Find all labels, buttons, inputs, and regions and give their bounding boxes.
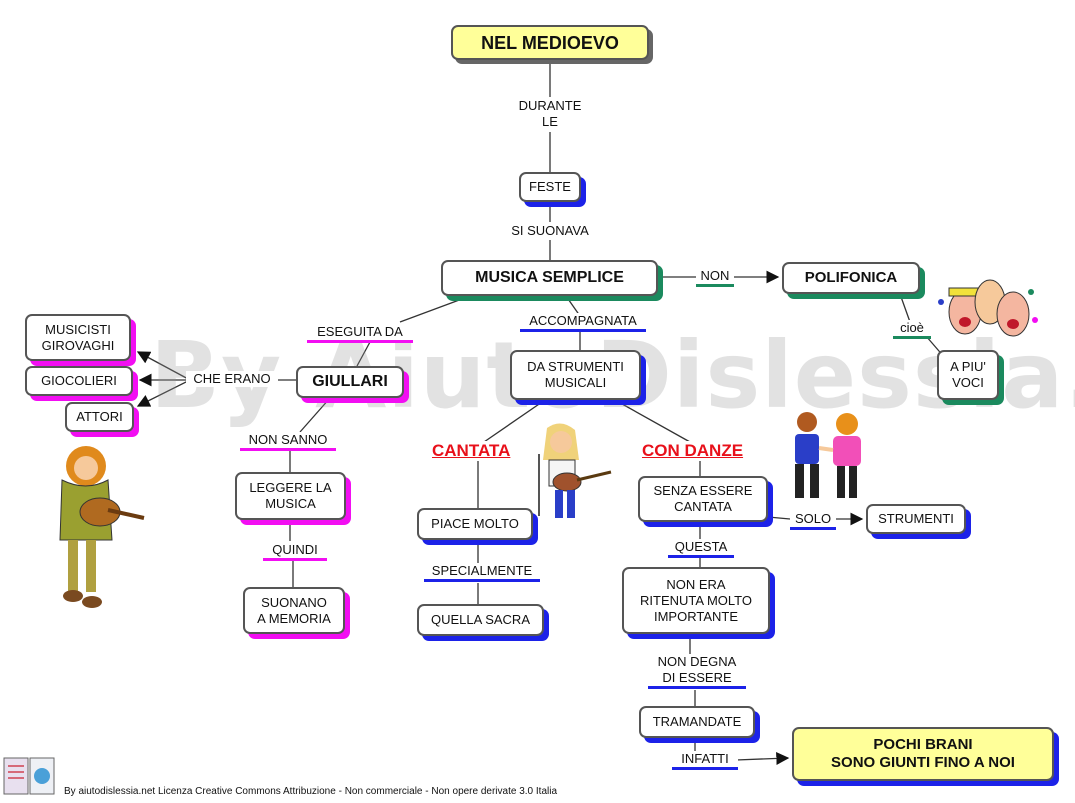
label-quindi: QUINDI [263,542,327,561]
label-cioe: cioè [893,320,931,339]
highlight-cantata: CANTATA [432,441,511,461]
node-piace-molto[interactable]: PIACE MOLTO [417,508,533,540]
node-giocolieri[interactable]: GIOCOLIERI [25,366,133,396]
node-musica-semplice[interactable]: MUSICA SEMPLICE [441,260,658,296]
singing-faces-clipart [938,279,1038,337]
dancers-clipart [795,412,861,498]
node-senza-essere-cantata[interactable]: SENZA ESSERE CANTATA [638,476,768,522]
node-feste[interactable]: FESTE [519,172,581,202]
label-si-suonava: SI SUONAVA [500,223,600,239]
node-tramandate[interactable]: TRAMANDATE [639,706,755,738]
label-non-degna: NON DEGNA DI ESSERE [648,654,746,689]
node-suonano-a-memoria[interactable]: SUONANO A MEMORIA [243,587,345,634]
node-quella-sacra[interactable]: QUELLA SACRA [417,604,544,636]
node-da-strumenti-musicali[interactable]: DA STRUMENTI MUSICALI [510,350,641,400]
node-strumenti[interactable]: STRUMENTI [866,504,966,534]
label-durante-le: DURANTE LE [513,98,587,130]
node-a-piu-voci[interactable]: A PIU' VOCI [937,350,999,400]
lute-player-clipart [59,446,145,608]
title-node[interactable]: NEL MEDIOEVO [451,25,649,60]
node-musicisti-girovaghi[interactable]: MUSICISTI GIROVAGHI [25,314,131,361]
singer-guitarist-clipart [538,423,612,518]
site-logo-book-icon [3,757,55,795]
highlight-con-danze: CON DANZE [642,441,744,461]
node-attori[interactable]: ATTORI [65,402,134,432]
node-giullari[interactable]: GIULLARI [296,366,404,398]
label-solo: SOLO [790,511,836,530]
label-accompagnata: ACCOMPAGNATA [520,313,646,332]
footer-license: By aiutodislessia.net Licenza Creative C… [64,786,558,797]
label-questa: QUESTA [668,539,734,558]
label-non: NON [696,268,734,287]
node-polifonica[interactable]: POLIFONICA [782,262,920,294]
label-non-sanno: NON SANNO [240,432,336,451]
label-specialmente: SPECIALMENTE [424,563,540,582]
node-non-era-ritenuta[interactable]: NON ERA RITENUTA MOLTO IMPORTANTE [622,567,770,634]
label-che-erano: CHE ERANO [186,371,278,387]
label-eseguita-da: ESEGUITA DA [307,324,413,343]
node-pochi-brani[interactable]: POCHI BRANI SONO GIUNTI FINO A NOI [792,727,1054,781]
label-infatti: INFATTI [672,751,738,770]
node-leggere-la-musica[interactable]: LEGGERE LA MUSICA [235,472,346,520]
